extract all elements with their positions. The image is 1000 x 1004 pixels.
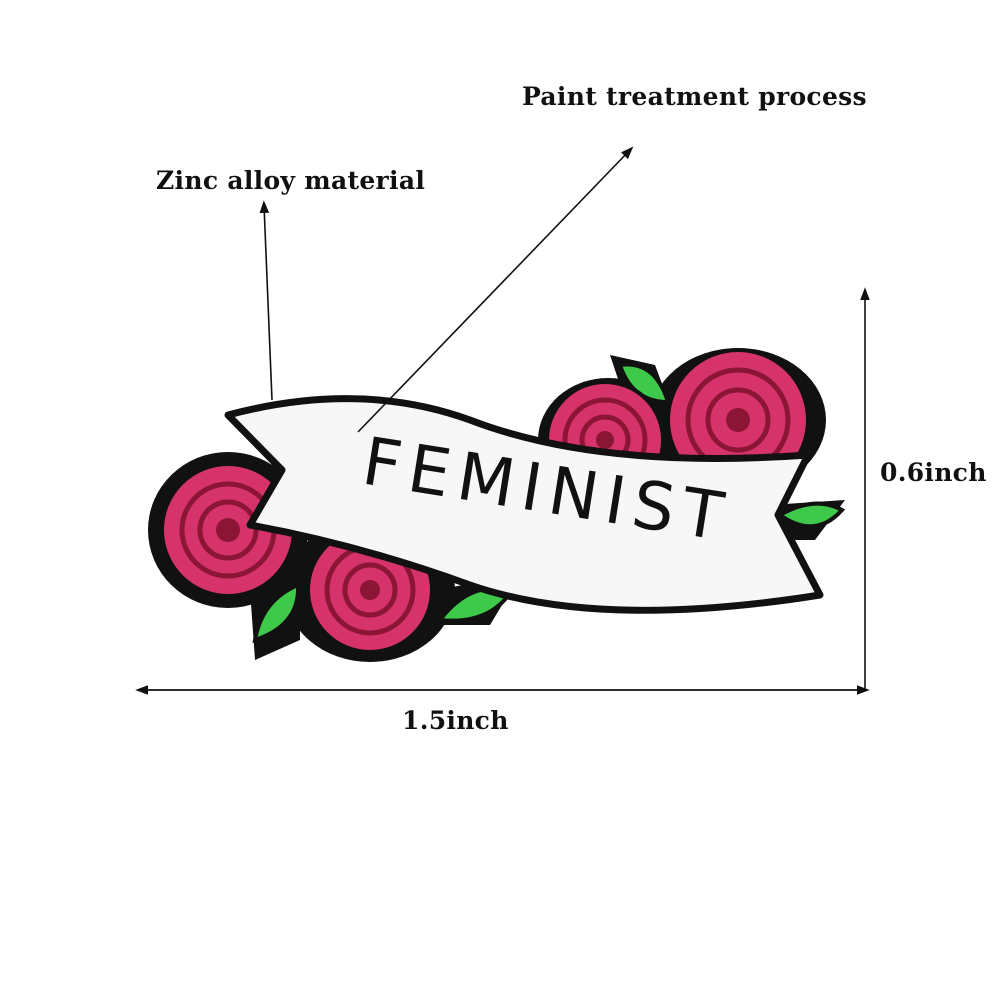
leaves [252, 362, 846, 643]
banner: FEMINIST [224, 395, 824, 614]
material-pointer-line [259, 200, 273, 401]
paint-pointer-line [357, 146, 634, 433]
leaf-right [776, 501, 846, 529]
leaf-top [617, 362, 671, 405]
width-dimension-label: 1.5inch [402, 706, 509, 735]
height-dimension-label: 0.6inch [880, 458, 987, 487]
banner-shape [224, 395, 824, 614]
zinc-alloy-label: Zinc alloy material [156, 166, 426, 195]
paint-treatment-label: Paint treatment process [522, 82, 867, 111]
leaf-left [252, 582, 301, 643]
